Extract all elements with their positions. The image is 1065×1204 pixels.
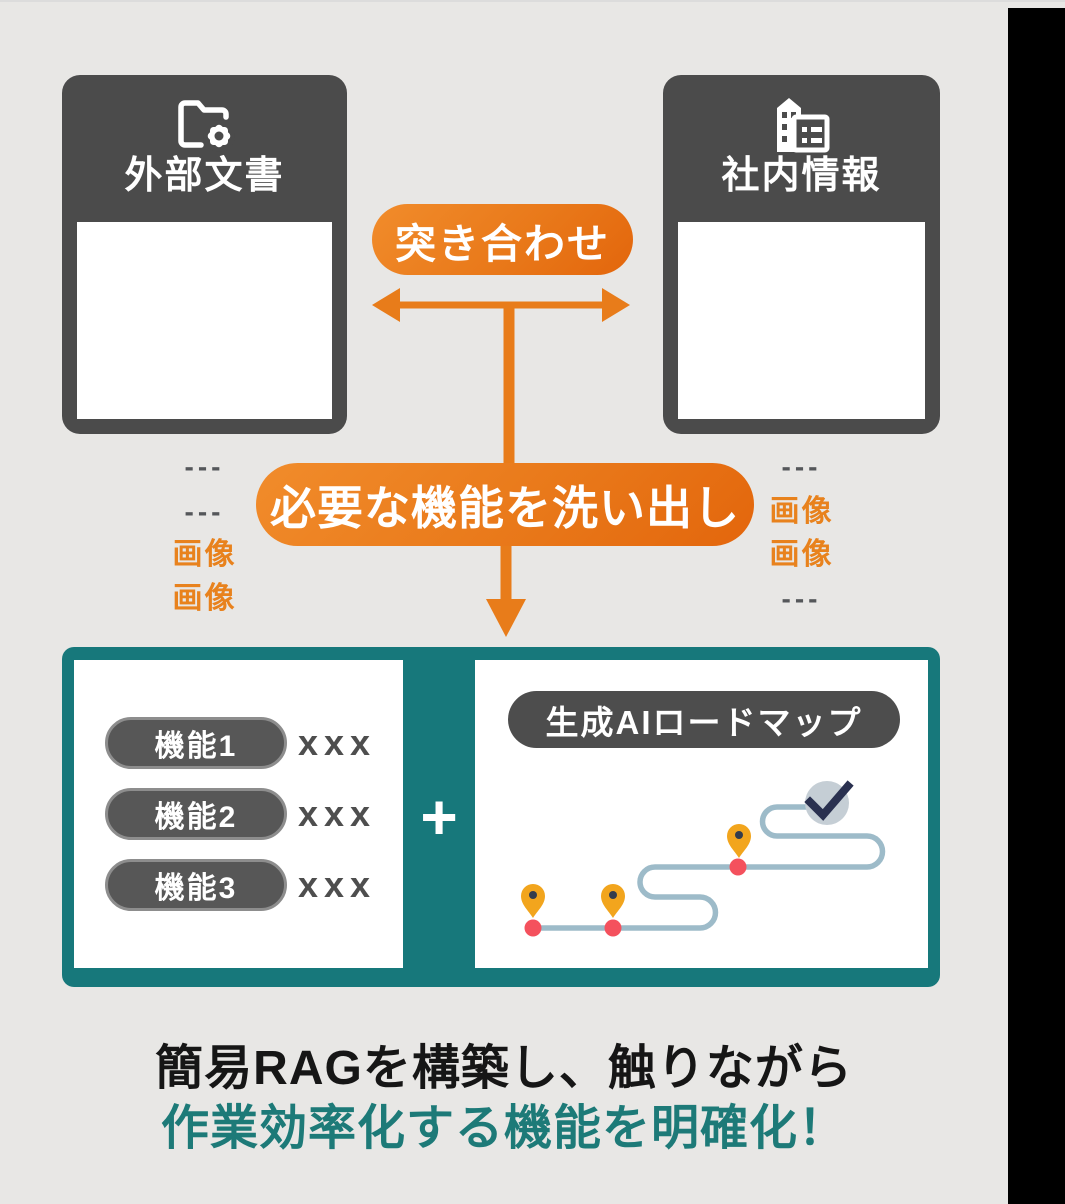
doc-image-line: 画像 (172, 538, 237, 571)
waypoint-dot (729, 858, 747, 876)
roadmap-panel: 生成AIロードマップ (475, 660, 928, 968)
internal-info-title: 社内情報 (721, 155, 882, 197)
external-documents-panel: --- --- 画像 画像 (77, 222, 332, 615)
info-image-line: 画像 (769, 538, 834, 571)
feature-pill-3: 機能3 (105, 859, 287, 911)
caption-line-1: 簡易RAGを構築し、触りながら (155, 1042, 853, 1095)
waypoint-dot (604, 919, 622, 937)
roadmap-illustration (521, 780, 886, 937)
external-documents-title: 外部文書 (124, 155, 285, 197)
map-pin-icon (727, 824, 751, 858)
feature-pill-1: 機能1 (105, 717, 287, 769)
doc-line: --- (184, 496, 225, 527)
doc-line: --- (184, 451, 225, 482)
plus-sign: + (420, 781, 458, 853)
result-box: 機能1 xxx 機能2 xxx 機能3 xxx + (62, 647, 940, 987)
down-connector (500, 544, 512, 601)
internal-info-card: 社内情報 --- 画像 画像 --- (663, 75, 940, 614)
waypoint-dot (524, 919, 542, 937)
info-line: --- (781, 451, 822, 482)
map-pin-icon (601, 884, 625, 918)
internal-info-panel: --- 画像 画像 --- (678, 222, 925, 614)
caption-line-2: 作業効率化する機能を明確化！ (160, 1102, 847, 1155)
extract-label-pill: 必要な機能を洗い出し (256, 463, 754, 546)
info-image-line: 画像 (769, 495, 834, 528)
map-pin-icon (521, 884, 545, 918)
feature-value-3: xxx (298, 864, 377, 905)
feature-value-1: xxx (298, 722, 377, 763)
folder-gear-icon (174, 95, 236, 153)
doc-image-line: 画像 (172, 582, 237, 615)
feature-pill-2: 機能2 (105, 788, 287, 840)
features-panel: 機能1 xxx 機能2 xxx 機能3 xxx (74, 660, 403, 968)
roadmap-title-pill: 生成AIロードマップ (508, 691, 900, 748)
info-line: --- (781, 583, 822, 614)
check-icon (804, 780, 854, 821)
office-building-icon (774, 95, 830, 153)
vertical-connector (503, 305, 515, 463)
match-label-pill: 突き合わせ (372, 204, 633, 275)
roadmap-path (530, 804, 886, 931)
down-arrowhead (486, 599, 526, 637)
right-black-strip (1008, 8, 1065, 1204)
feature-value-2: xxx (298, 793, 377, 834)
external-documents-card: 外部文書 --- --- 画像 画像 (62, 75, 347, 615)
